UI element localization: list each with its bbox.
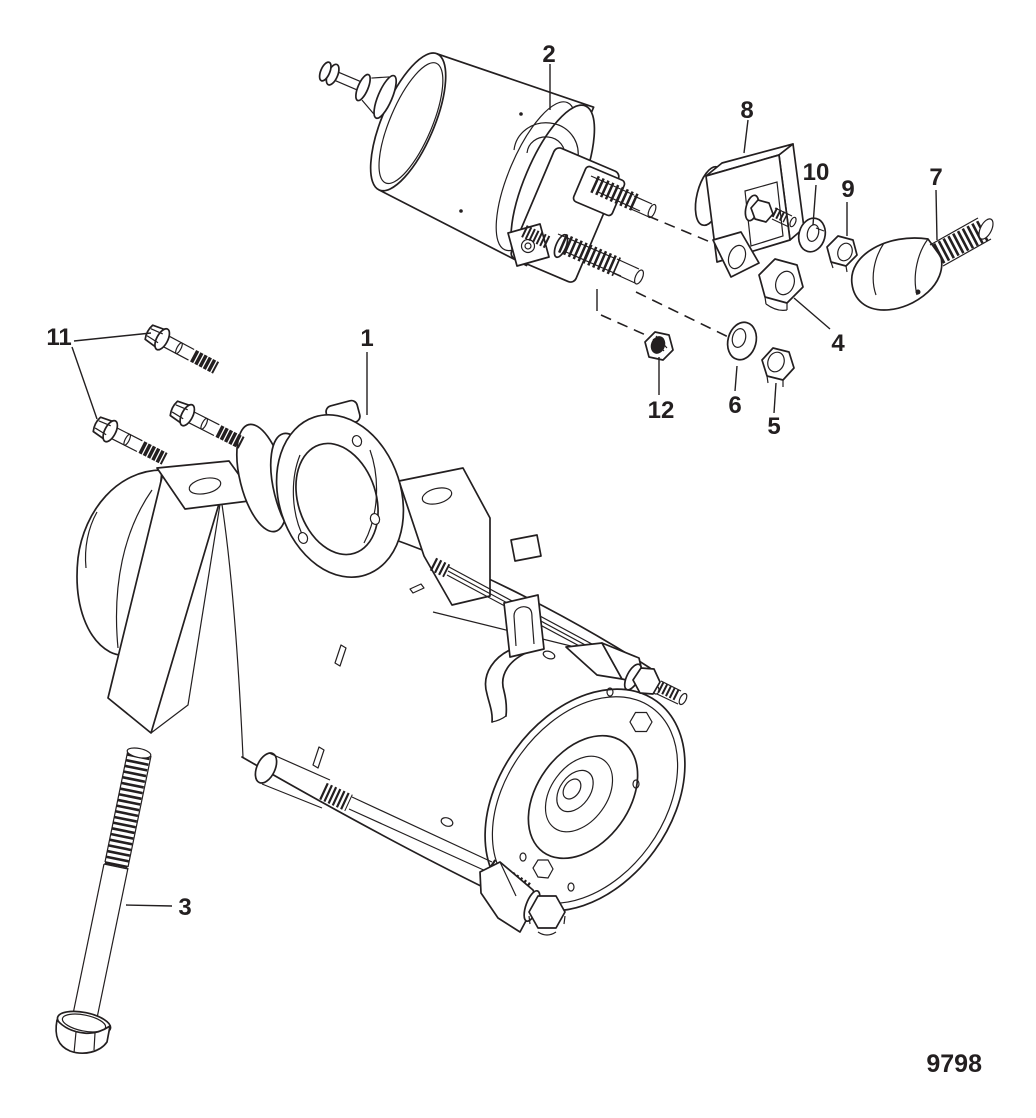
callout-labels: 2 8 10 9 7 4 12 6 5 11 1 3 bbox=[46, 41, 942, 921]
callout-label-8: 8 bbox=[740, 97, 753, 124]
callout-label-10: 10 bbox=[803, 159, 830, 186]
mounting-bolts-11 bbox=[92, 324, 245, 465]
callout-label-7: 7 bbox=[929, 164, 942, 191]
boot-stud bbox=[929, 217, 994, 267]
mid-bracket-plate bbox=[398, 467, 556, 660]
hex-nut-5 bbox=[761, 347, 795, 387]
terminal-block-stud bbox=[744, 194, 797, 228]
mounting-bolt bbox=[144, 324, 220, 374]
callout-label-9: 9 bbox=[841, 176, 854, 203]
commutator-end-cap bbox=[484, 685, 686, 912]
terminal-block bbox=[694, 143, 805, 278]
callout-label-6: 6 bbox=[728, 392, 741, 419]
callout-leaders bbox=[71, 64, 938, 907]
flat-washer-6 bbox=[726, 321, 758, 361]
mounting-flange bbox=[275, 399, 405, 579]
solenoid-stud-lower bbox=[553, 233, 645, 285]
mounting-bolt bbox=[169, 400, 245, 449]
callout-label-12: 12 bbox=[648, 397, 675, 424]
callout-label-2: 2 bbox=[542, 41, 555, 68]
solenoid-plunger bbox=[318, 61, 398, 120]
terminal-boot bbox=[850, 217, 994, 311]
figure-number: 9798 bbox=[926, 1050, 982, 1078]
starter-motor-assembly bbox=[76, 399, 688, 936]
callout-label-11: 11 bbox=[46, 324, 71, 351]
shift-lever bbox=[484, 534, 545, 723]
bolt-head bbox=[55, 1010, 112, 1054]
callout-label-5: 5 bbox=[767, 413, 780, 440]
hex-nut-12 bbox=[644, 331, 674, 361]
callout-label-4: 4 bbox=[831, 330, 845, 357]
solenoid-stud-upper bbox=[590, 175, 657, 219]
flat-washer-small bbox=[797, 217, 827, 253]
callout-label-3: 3 bbox=[178, 894, 191, 921]
mounting-bolt bbox=[92, 416, 168, 465]
housing-terminal-stud bbox=[623, 663, 688, 706]
support-wedge bbox=[107, 468, 244, 758]
callout-label-1: 1 bbox=[360, 325, 373, 352]
solenoid bbox=[318, 52, 657, 285]
long-mounting-bolt-3 bbox=[55, 747, 152, 1054]
hex-nut-9 bbox=[826, 235, 858, 273]
foot-bracket bbox=[479, 861, 566, 936]
hex-nut-4 bbox=[758, 258, 804, 311]
